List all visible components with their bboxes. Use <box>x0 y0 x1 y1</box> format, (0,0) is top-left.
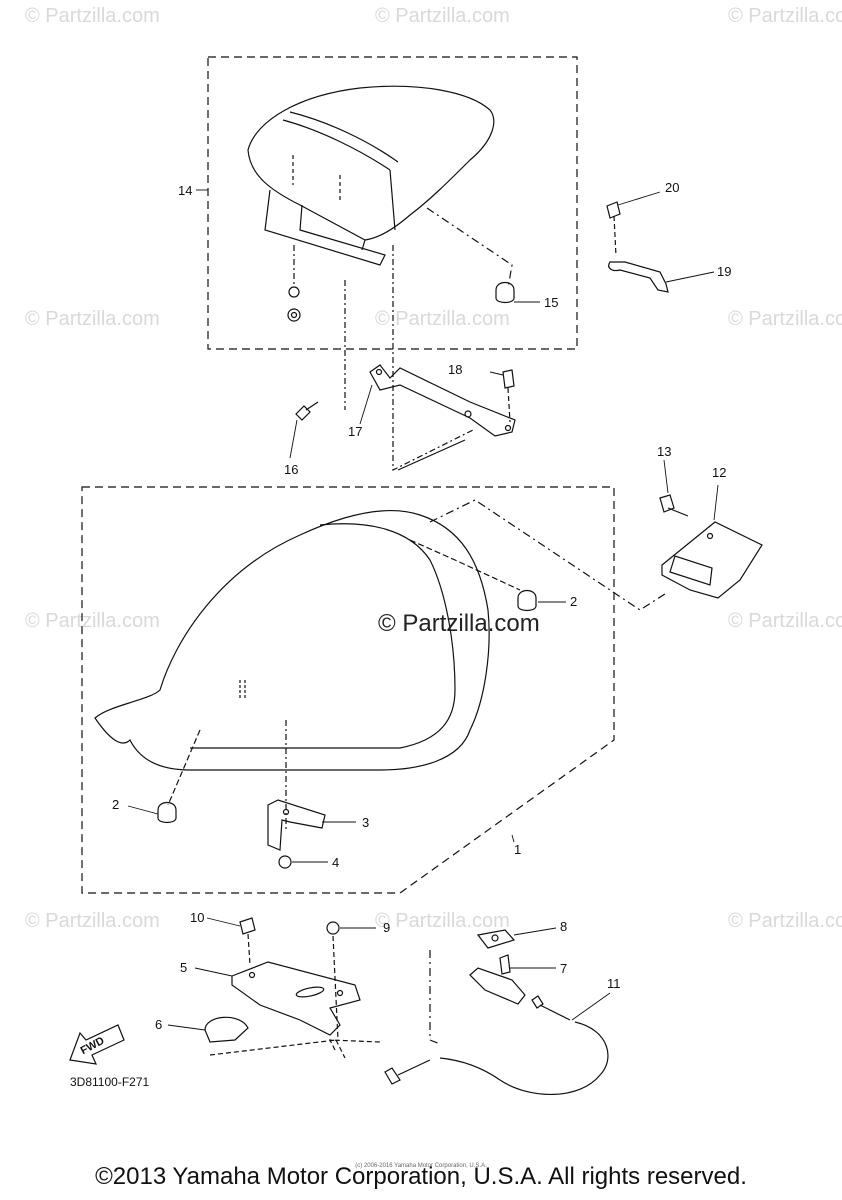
watermark: © Partzilla.com <box>728 610 842 632</box>
drawing-code: 3D81100-F271 <box>70 1075 150 1089</box>
callout-20: 20 <box>665 180 680 195</box>
watermark: © Partzilla.com <box>728 5 842 27</box>
callout-12: 12 <box>712 465 727 480</box>
fine-print: (c) 2006-2016 Yamaha Motor Corporation, … <box>355 1163 487 1169</box>
bolt-18 <box>502 369 515 423</box>
watermark: © Partzilla.com <box>375 308 510 330</box>
center-watermark: © Partzilla.com <box>378 610 540 637</box>
pad-6 <box>204 1016 346 1059</box>
cable-11 <box>384 950 609 1096</box>
rider-seat <box>94 510 521 830</box>
bolt-13 <box>659 494 689 517</box>
callout-2-lower: 2 <box>112 797 120 812</box>
fwd-arrow <box>69 1024 125 1065</box>
watermark: © Partzilla.com <box>728 910 842 932</box>
bracket-19 <box>608 215 669 293</box>
callout-3: 3 <box>362 815 370 830</box>
bracket-17 <box>369 364 516 437</box>
callout-6: 6 <box>155 1017 163 1032</box>
plate-8 <box>476 929 516 949</box>
callout-8: 8 <box>560 919 568 934</box>
callout-19: 19 <box>717 264 732 279</box>
bolt-20 <box>606 201 621 219</box>
callout-10: 10 <box>190 910 205 925</box>
callout-9: 9 <box>383 920 391 935</box>
nut-9 <box>326 921 340 1041</box>
callout-2-upper: 2 <box>570 594 578 609</box>
callout-15: 15 <box>544 295 559 310</box>
callout-5: 5 <box>180 960 188 975</box>
seat-lock-12 <box>661 521 763 599</box>
bolt-16 <box>295 401 319 421</box>
callout-17: 17 <box>348 424 363 439</box>
watermark: © Partzilla.com <box>375 5 510 27</box>
watermark: © Partzilla.com <box>25 5 160 27</box>
callout-11: 11 <box>607 976 621 991</box>
watermark: © Partzilla.com <box>25 308 160 330</box>
bracket-5 <box>231 961 361 1036</box>
callout-18: 18 <box>448 362 463 377</box>
nut-2-lower <box>157 729 201 824</box>
watermark: © Partzilla.com <box>25 910 160 932</box>
pillion-seat <box>247 85 495 266</box>
copyright-notice: ©2013 Yamaha Motor Corporation, U.S.A. A… <box>95 1163 747 1190</box>
callout-4: 4 <box>332 855 340 870</box>
pillion-nut <box>287 245 301 322</box>
nut-15 <box>426 207 515 304</box>
callout-13: 13 <box>657 444 672 459</box>
callout-7: 7 <box>560 961 568 976</box>
nut-2-upper <box>517 589 537 612</box>
nut-4 <box>278 855 292 869</box>
callout-1: 1 <box>514 842 522 857</box>
bracket-3 <box>267 799 326 851</box>
watermark: © Partzilla.com <box>375 910 510 932</box>
callout-14: 14 <box>178 183 193 198</box>
lock-7 <box>469 954 526 1005</box>
assembly-box-1 <box>81 486 615 894</box>
bolt-10 <box>239 917 256 966</box>
watermark: © Partzilla.com <box>25 610 160 632</box>
callout-16: 16 <box>284 462 299 477</box>
watermark: © Partzilla.com <box>728 308 842 330</box>
